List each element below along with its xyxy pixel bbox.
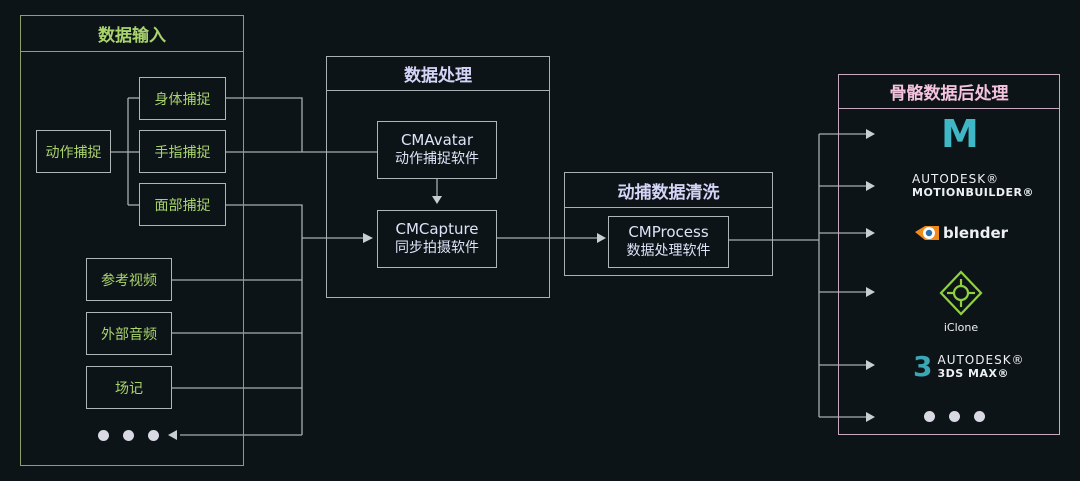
panel-title-data-processing: 数据处理 (327, 57, 549, 91)
box-hand-capture: 手指捕捉 (139, 130, 226, 173)
box-motion-capture: 动作捕捉 (36, 130, 111, 173)
more-inputs-dots (98, 430, 159, 441)
iclone-icon (939, 270, 983, 316)
box-cmprocess: CMProcess 数据处理软件 (608, 216, 729, 268)
box-slate: 场记 (86, 366, 172, 409)
box-external-audio: 外部音频 (86, 312, 172, 355)
iclone-wordmark: iClone (943, 321, 979, 334)
cmcapture-name: CMCapture (395, 220, 479, 238)
more-tools-dots (924, 411, 985, 422)
blender-logo: blender (913, 223, 1008, 243)
panel-data-input: 数据输入 (20, 15, 244, 466)
blender-icon (915, 226, 939, 240)
arrow-down (432, 196, 442, 204)
box-cmavatar: CMAvatar 动作捕捉软件 (377, 121, 497, 179)
box-body-capture: 身体捕捉 (139, 77, 226, 120)
cmprocess-desc: 数据处理软件 (626, 243, 711, 259)
arrow-to-cmcapture (363, 233, 373, 243)
panel-mocap-cleaning: 动捕数据清洗 (564, 172, 773, 276)
box-reference-video: 参考视频 (86, 258, 172, 301)
arrow-to-cmprocess (597, 233, 606, 243)
3dsmax-name: 3DS MAX® (937, 366, 1009, 380)
panel-skeleton-post: 骨骼数据后处理 (838, 74, 1060, 435)
arrow-left-dots (168, 430, 177, 440)
blender-wordmark: blender (943, 224, 1009, 242)
motionbuilder-name: MOTIONBUILDER® (912, 186, 1034, 199)
maya-logo: M (941, 112, 979, 156)
cmcapture-desc: 同步拍摄软件 (395, 240, 479, 256)
motionbuilder-logo: AUTODESK® MOTIONBUILDER® (912, 172, 1034, 200)
box-cmcapture: CMCapture 同步拍摄软件 (377, 210, 497, 268)
iclone-logo: iClone (939, 270, 983, 334)
panel-data-processing: 数据处理 (326, 56, 550, 298)
panel-title-mocap-cleaning: 动捕数据清洗 (565, 173, 772, 208)
3dsmax-icon: 3 (913, 350, 933, 383)
box-face-capture: 面部捕捉 (139, 183, 226, 226)
panel-title-skeleton-post: 骨骼数据后处理 (839, 75, 1059, 109)
cmavatar-desc: 动作捕捉软件 (395, 151, 479, 167)
3dsmax-logo: 3 AUTODESK® 3DS MAX® (913, 350, 1025, 383)
cmprocess-name: CMProcess (628, 223, 709, 241)
motionbuilder-brand: AUTODESK® (912, 172, 1000, 186)
cmavatar-name: CMAvatar (400, 131, 474, 149)
panel-title-data-input: 数据输入 (21, 16, 243, 52)
3dsmax-brand: AUTODESK® (937, 352, 1025, 367)
